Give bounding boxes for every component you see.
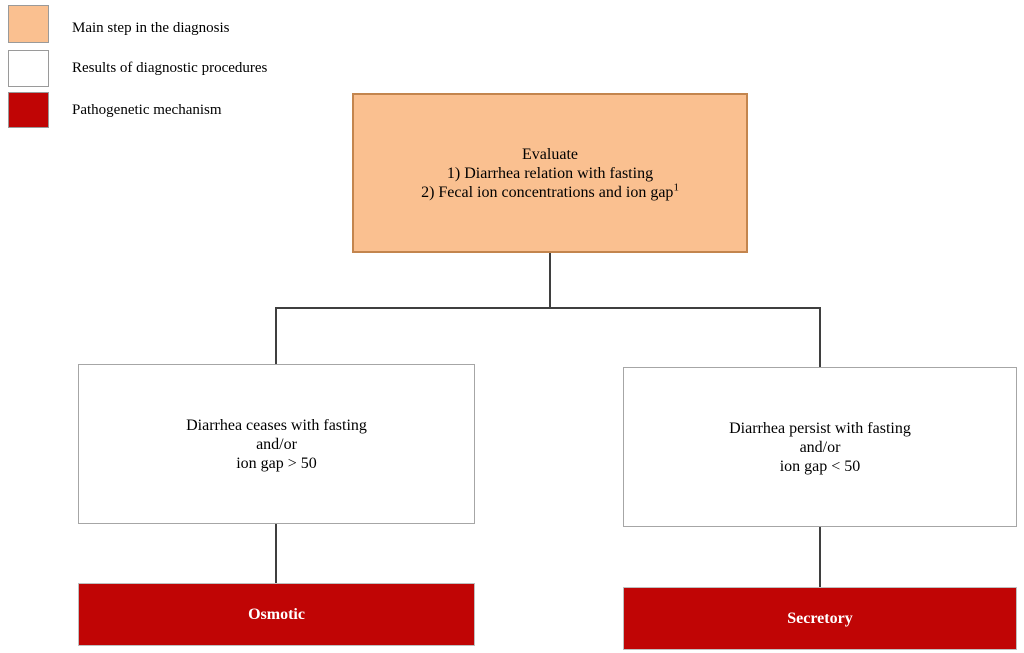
right-result-line-2: and/or — [799, 438, 841, 456]
legend-swatch-main-step — [8, 5, 49, 43]
right-result-line-1: Diarrhea persist with fasting — [729, 419, 911, 437]
connector-branch-horizontal — [275, 307, 821, 309]
osmotic-outcome-box: Osmotic — [78, 583, 475, 646]
connector-left-result-to-outcome — [275, 524, 277, 583]
evaluate-line-1: Evaluate — [522, 145, 578, 163]
left-result-line-3: ion gap > 50 — [236, 454, 317, 472]
connector-right-branch-down — [819, 308, 821, 367]
legend-label-main-step: Main step in the diagnosis — [72, 20, 230, 36]
left-result-box: Diarrhea ceases with fasting and/or ion … — [78, 364, 475, 524]
right-result-line-3: ion gap < 50 — [779, 457, 861, 475]
footnote-marker: 1 — [673, 181, 679, 194]
left-result-line-2: and/or — [256, 435, 297, 453]
evaluate-line-2: 1) Diarrhea relation with fasting — [446, 164, 654, 182]
evaluate-line-3: 2) Fecal ion concentrations and ion gap1 — [421, 181, 679, 201]
left-result-line-1: Diarrhea ceases with fasting — [186, 416, 367, 434]
osmotic-label: Osmotic — [248, 606, 305, 623]
right-result-box: Diarrhea persist with fasting and/or ion… — [623, 367, 1017, 527]
connector-evaluate-down — [549, 253, 551, 307]
connector-left-branch-down — [275, 308, 277, 364]
legend-label-mechanism: Pathogenetic mechanism — [72, 102, 222, 118]
legend-swatch-mechanism — [8, 92, 49, 128]
connector-right-result-to-outcome — [819, 527, 821, 587]
secretory-outcome-box: Secretory — [623, 587, 1017, 650]
legend-swatch-results — [8, 50, 49, 87]
legend-label-results: Results of diagnostic procedures — [72, 60, 268, 76]
evaluate-box: Evaluate 1) Diarrhea relation with fasti… — [352, 93, 748, 253]
secretory-label: Secretory — [787, 610, 853, 627]
